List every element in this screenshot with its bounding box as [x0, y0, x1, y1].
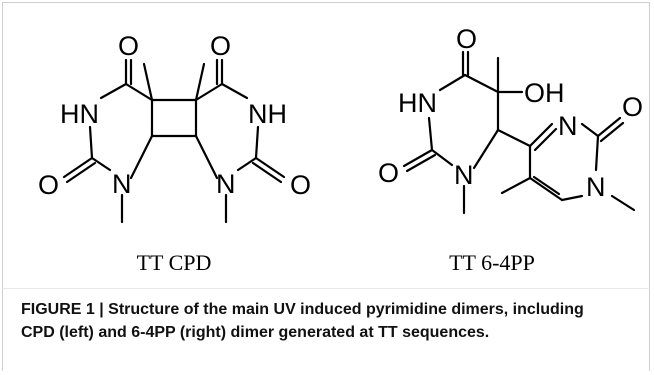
6-4pp-oxygen-left: O: [378, 158, 399, 188]
cpd-oxygen-top-left: O: [118, 31, 139, 61]
cpd-nitrogen-left: N: [112, 169, 132, 199]
caption-text: Structure of the main UV induced pyrimid…: [21, 301, 584, 341]
cpd-oxygen-bottom-left: O: [38, 170, 59, 200]
cpd-bonds: [62, 58, 286, 224]
cpd-oxygen-top-right: O: [210, 31, 231, 61]
6-4pp-nitrogen-left: N: [454, 160, 474, 190]
caption-label: FIGURE 1 |: [21, 301, 109, 318]
cpd-nitrogen-right: N: [216, 169, 236, 199]
6-4pp-oxygen-right: O: [622, 92, 643, 122]
chemical-structures-diagram: O O HN NH O O N N O OH HN O N N O N TT C…: [38, 24, 643, 275]
figure-caption: FIGURE 1 | Structure of the main UV indu…: [21, 298, 621, 344]
6-4pp-nitrogen-ring-bottom: N: [586, 172, 606, 202]
cpd-structure-name: TT CPD: [137, 250, 212, 275]
6-4pp-nh: HN: [398, 88, 437, 118]
cpd-nh-right: NH: [248, 99, 287, 129]
cpd-nh-left: HN: [60, 99, 99, 129]
6-4pp-oxygen-top: O: [456, 24, 477, 54]
6-4pp-hydroxyl: OH: [524, 78, 565, 108]
cpd-atom-labels: O O HN NH O O N N: [38, 31, 311, 200]
caption-divider: [2, 288, 650, 289]
6-4pp-nitrogen-ring-top: N: [558, 111, 578, 141]
6-4pp-structure-name: TT 6-4PP: [449, 250, 535, 275]
figure-frame: [2, 2, 650, 371]
6-4pp-atom-labels: O OH HN O N N O N: [378, 24, 643, 202]
cpd-oxygen-bottom-right: O: [290, 170, 311, 200]
6-4pp-bonds: [402, 50, 636, 215]
